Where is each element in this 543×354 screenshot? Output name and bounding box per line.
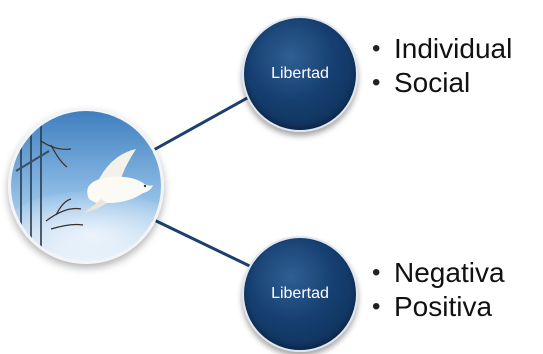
list-item: • Individual: [372, 32, 512, 66]
cage-bars: [15, 116, 50, 261]
bullet-icon: •: [372, 259, 381, 286]
node-libertad-top: Libertad: [242, 16, 358, 132]
list-item-label: Positiva: [394, 291, 493, 322]
bullet-icon: •: [372, 293, 381, 320]
bullet-icon: •: [372, 69, 381, 96]
branches: [40, 140, 84, 230]
node-libertad-bottom: Libertad: [242, 236, 358, 352]
node-label: Libertad: [271, 65, 329, 82]
connector-top: [149, 90, 259, 154]
bullet-icon: •: [372, 35, 381, 62]
list-item: • Negativa: [372, 256, 505, 290]
dove-image: [8, 108, 164, 264]
connector-bottom: [149, 216, 259, 272]
list-item: • Social: [372, 66, 512, 100]
bullet-list-bottom: • Negativa • Positiva: [372, 256, 505, 324]
list-item-label: Social: [394, 67, 471, 98]
list-item-label: Individual: [394, 33, 513, 64]
bullet-list-top: • Individual • Social: [372, 32, 512, 100]
dove-icon: [83, 149, 153, 213]
list-item: • Positiva: [372, 290, 505, 324]
node-label: Libertad: [271, 285, 329, 302]
list-item-label: Negativa: [394, 257, 505, 288]
dove-illustration: [11, 111, 161, 261]
